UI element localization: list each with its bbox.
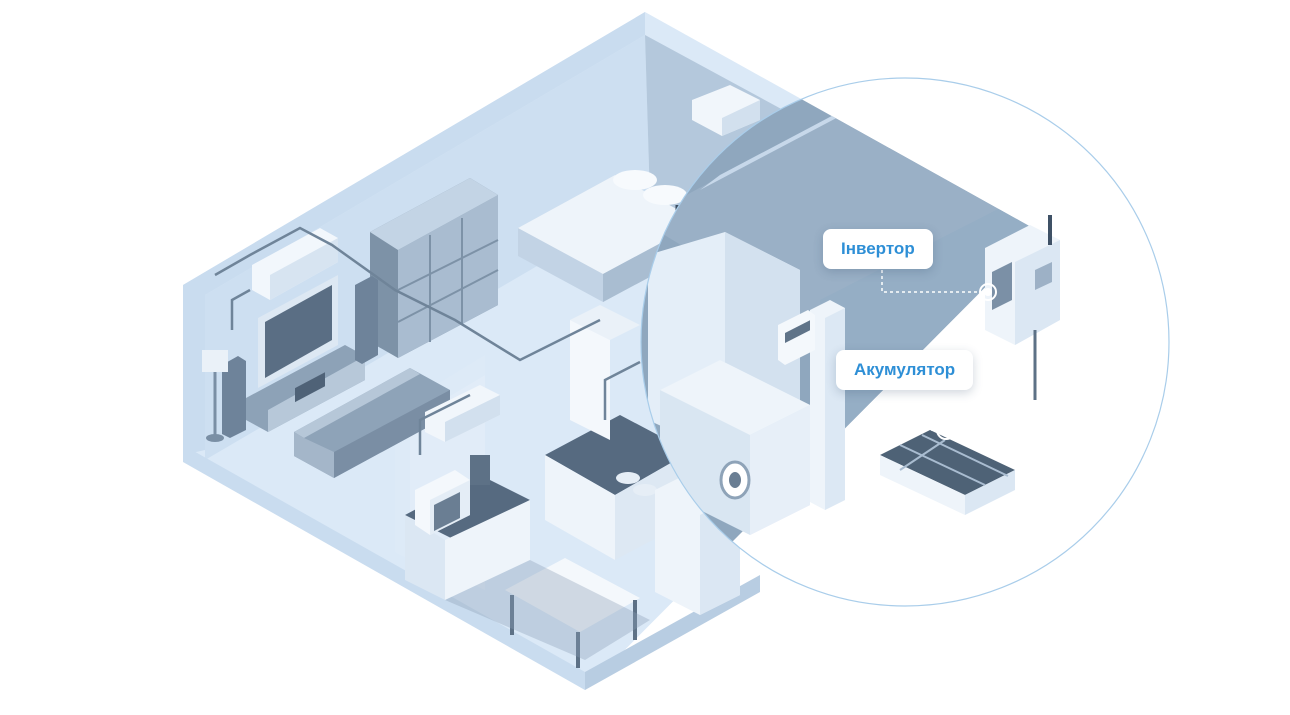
battery-label: Акумулятор bbox=[854, 360, 956, 379]
kitchen-floor-tiles bbox=[445, 560, 650, 660]
microwave bbox=[415, 470, 470, 535]
fuse-box bbox=[778, 310, 815, 365]
wardrobe bbox=[370, 178, 499, 358]
inverter-label: Інвертор bbox=[841, 239, 915, 258]
wiring bbox=[214, 226, 641, 455]
speaker-right bbox=[355, 276, 378, 364]
living-room bbox=[202, 178, 499, 478]
inverter-marker[interactable] bbox=[979, 283, 997, 301]
battery-bank bbox=[880, 430, 1015, 515]
dining-table bbox=[505, 558, 640, 668]
coffee-maker bbox=[470, 455, 490, 485]
inverter-unit bbox=[985, 215, 1060, 400]
zoom-circle-outline bbox=[640, 77, 1170, 607]
kitchen-counter-right bbox=[545, 415, 690, 560]
battery-marker[interactable] bbox=[936, 420, 956, 440]
bedroom bbox=[518, 85, 760, 302]
pillar bbox=[810, 300, 845, 510]
inverter-callout[interactable]: Інвертор bbox=[823, 229, 933, 269]
tall-cabinet bbox=[570, 305, 640, 440]
kitchen-air-conditioner bbox=[425, 385, 500, 442]
tv-stand bbox=[246, 345, 365, 432]
speaker-left bbox=[222, 356, 246, 438]
living-air-conditioner bbox=[252, 228, 338, 300]
floor-lamp bbox=[202, 350, 228, 442]
washing-machine bbox=[660, 360, 810, 535]
sofa bbox=[294, 368, 450, 478]
zoom-circle bbox=[641, 78, 1169, 606]
bedroom-air-conditioner bbox=[692, 85, 760, 136]
callout-leader-lines bbox=[871, 270, 985, 431]
battery-callout[interactable]: Акумулятор bbox=[836, 350, 974, 390]
tv bbox=[258, 275, 338, 388]
